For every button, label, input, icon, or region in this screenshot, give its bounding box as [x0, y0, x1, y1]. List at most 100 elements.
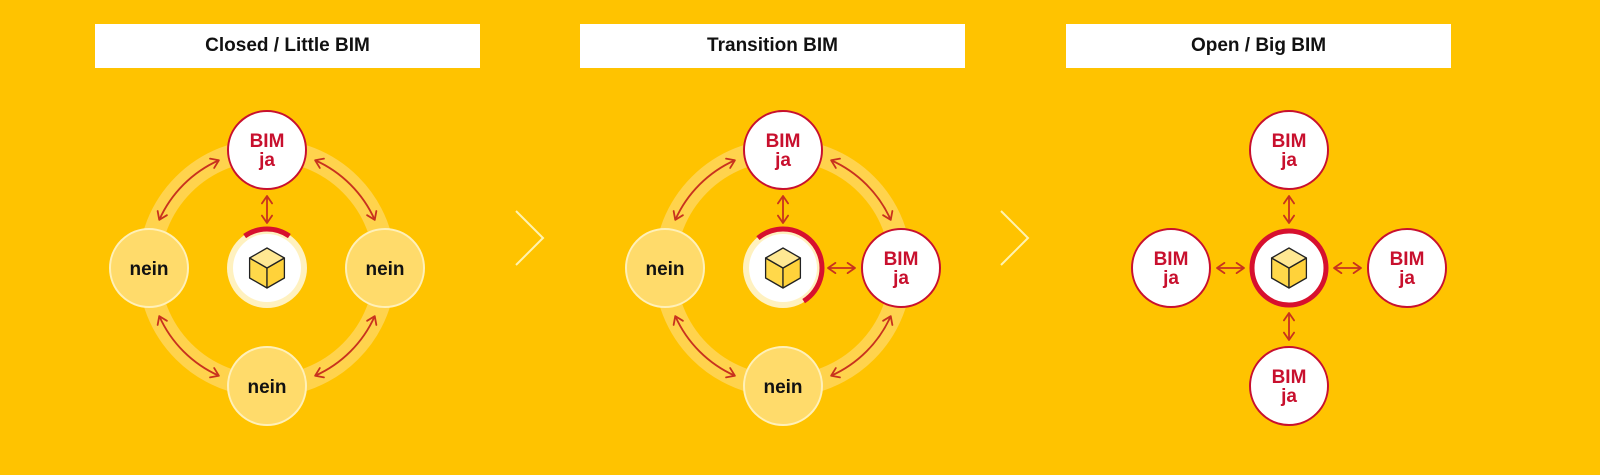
node-label-nein: nein	[763, 377, 802, 398]
cube-icon	[764, 247, 802, 289]
hub-progress-arc	[756, 226, 825, 304]
arrow-head-icon	[882, 210, 894, 221]
curved-arrow	[314, 159, 376, 221]
arrow-head-icon	[1283, 331, 1295, 341]
arrow-head-icon	[1283, 195, 1295, 205]
model-hub	[1249, 228, 1329, 308]
node-circle-bim-ja	[1249, 110, 1329, 190]
panel-title-closed: Closed / Little BIM	[95, 24, 480, 68]
hub-progress-arc	[243, 226, 291, 239]
arrow-head-icon	[882, 315, 894, 326]
arrow-head-icon	[156, 210, 168, 221]
curved-arrow	[158, 159, 220, 221]
arrow-head-icon	[156, 315, 168, 326]
node-label-bim: BIM	[250, 131, 285, 152]
chevron-right-icon	[1000, 210, 1030, 266]
arrow-head-icon	[725, 367, 736, 379]
node-circle-bim-ja	[861, 228, 941, 308]
node-circle-bim-ja	[227, 110, 307, 190]
arrow-head-icon	[777, 195, 789, 205]
arrow-head-icon	[314, 367, 325, 379]
arrow-head-icon	[725, 157, 736, 169]
arrow-head-icon	[314, 157, 325, 169]
cube-face-top	[248, 247, 286, 269]
node-label-bim: BIM	[1390, 249, 1425, 270]
arrow-head-icon	[672, 315, 684, 326]
node-label-ja: ja	[1280, 150, 1297, 171]
arrow-head-icon	[830, 157, 841, 169]
arrow-head-icon	[1283, 214, 1295, 224]
node-label-nein: nein	[247, 377, 286, 398]
curved-arrow	[830, 315, 892, 377]
node-circle-bim-ja	[1367, 228, 1447, 308]
arrow-head-icon	[827, 262, 837, 274]
curved-arrow	[158, 315, 220, 377]
node-circle-nein	[345, 228, 425, 308]
model-hub	[227, 226, 307, 308]
arrow-head-icon	[366, 315, 378, 326]
arrow-head-icon	[777, 214, 789, 224]
arrow-head-icon	[1283, 312, 1295, 322]
curved-arrow	[674, 159, 736, 221]
node-circle-bim-ja	[1249, 346, 1329, 426]
node-label-nein: nein	[365, 259, 404, 280]
arrow-head-icon	[846, 262, 856, 274]
node-label-nein: nein	[645, 259, 684, 280]
node-label-nein: nein	[129, 259, 168, 280]
node-label-ja: ja	[258, 150, 275, 171]
node-transition-bottom: nein	[743, 346, 823, 426]
node-closed-right: nein	[345, 228, 425, 308]
node-circle-bim-ja	[743, 110, 823, 190]
node-label-ja: ja	[892, 268, 909, 289]
curved-arrow	[314, 315, 376, 377]
node-circle-nein	[227, 346, 307, 426]
arrow-head-icon	[261, 195, 273, 205]
node-label-ja: ja	[1398, 268, 1415, 289]
arrow-head-icon	[1216, 262, 1226, 274]
cube-icon	[1270, 247, 1308, 289]
node-circle-nein	[743, 346, 823, 426]
curved-arrow	[674, 315, 736, 377]
panel-title-open: Open / Big BIM	[1066, 24, 1451, 68]
node-closed-bottom: nein	[227, 346, 307, 426]
node-circle-bim-ja	[1131, 228, 1211, 308]
node-label-bim: BIM	[884, 249, 919, 270]
node-label-ja: ja	[1162, 268, 1179, 289]
cube-face-top	[1270, 247, 1308, 269]
arrow-head-icon	[1352, 262, 1362, 274]
node-label-bim: BIM	[1154, 249, 1189, 270]
curved-arrow	[830, 159, 892, 221]
arrow-head-icon	[1235, 262, 1245, 274]
cube-face-top	[764, 247, 802, 269]
arrow-head-icon	[366, 210, 378, 221]
node-label-ja: ja	[1280, 386, 1297, 407]
node-label-ja: ja	[774, 150, 791, 171]
arrow-head-icon	[672, 210, 684, 221]
node-label-bim: BIM	[1272, 131, 1307, 152]
node-label-bim: BIM	[1272, 367, 1307, 388]
node-closed-left: nein	[109, 228, 189, 308]
arrow-head-icon	[209, 157, 220, 169]
arrow-head-icon	[209, 367, 220, 379]
node-circle-nein	[109, 228, 189, 308]
model-hub	[743, 226, 825, 308]
node-circle-nein	[625, 228, 705, 308]
cube-icon	[248, 247, 286, 289]
node-label-bim: BIM	[766, 131, 801, 152]
node-transition-left: nein	[625, 228, 705, 308]
panel-title-transition: Transition BIM	[580, 24, 965, 68]
arrow-head-icon	[1333, 262, 1343, 274]
arrow-head-icon	[830, 367, 841, 379]
arrow-head-icon	[261, 214, 273, 224]
